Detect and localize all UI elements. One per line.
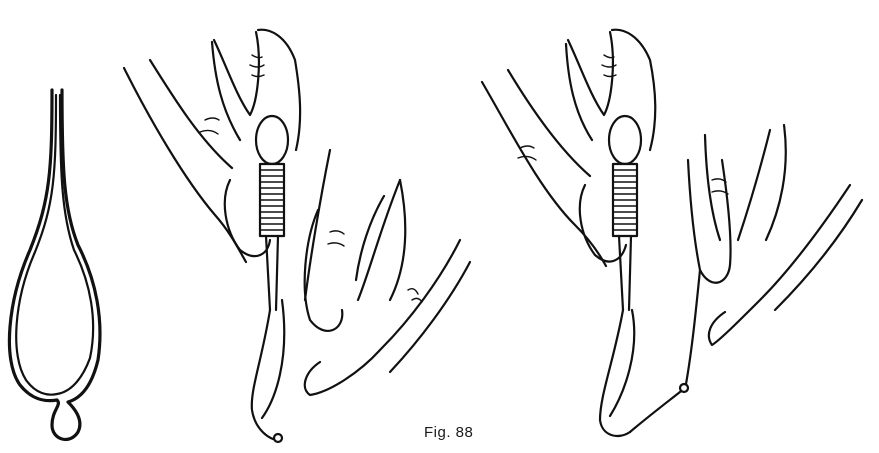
figure-caption: Fig. 88	[424, 424, 473, 441]
hands-left-view	[124, 30, 470, 442]
loop-diagram	[9, 90, 100, 439]
hands-right-view	[482, 30, 862, 436]
